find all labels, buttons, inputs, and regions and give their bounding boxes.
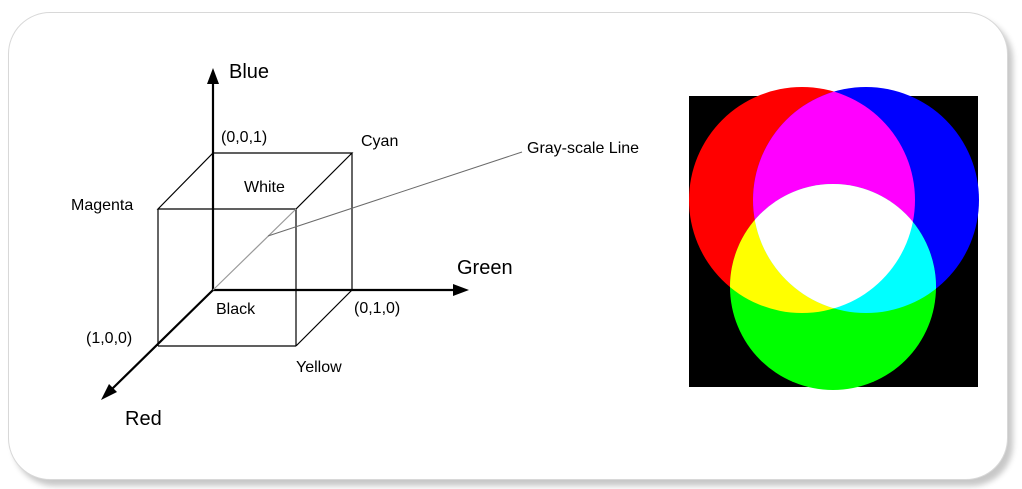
gray-scale-leader-line — [267, 151, 523, 237]
green-axis-arrowhead — [453, 284, 469, 296]
cube-edge-yellow-green — [295, 289, 353, 347]
blue-axis-arrowhead — [207, 68, 219, 84]
yellow-corner-label: Yellow — [296, 359, 342, 376]
cyan-corner-label: Cyan — [361, 133, 398, 150]
additive-color-mixing — [689, 87, 979, 390]
white-corner-label: White — [244, 179, 285, 196]
blue-point-label: (0,0,1) — [221, 129, 267, 146]
red-axis — [111, 289, 214, 390]
gray-scale-line-label: Gray-scale Line — [527, 140, 639, 157]
gray-scale-line — [212, 208, 297, 291]
axes — [101, 68, 469, 400]
white-overlap — [753, 184, 915, 313]
magenta-corner-label: Magenta — [71, 197, 133, 214]
green-axis-label: Green — [457, 257, 513, 279]
red-point-label: (1,0,0) — [86, 330, 132, 347]
blue-axis-label: Blue — [229, 61, 269, 83]
green-point-label: (0,1,0) — [354, 300, 400, 317]
red-axis-label: Red — [125, 408, 162, 430]
black-corner-label: Black — [216, 301, 256, 318]
red-axis-arrowhead — [101, 384, 117, 400]
